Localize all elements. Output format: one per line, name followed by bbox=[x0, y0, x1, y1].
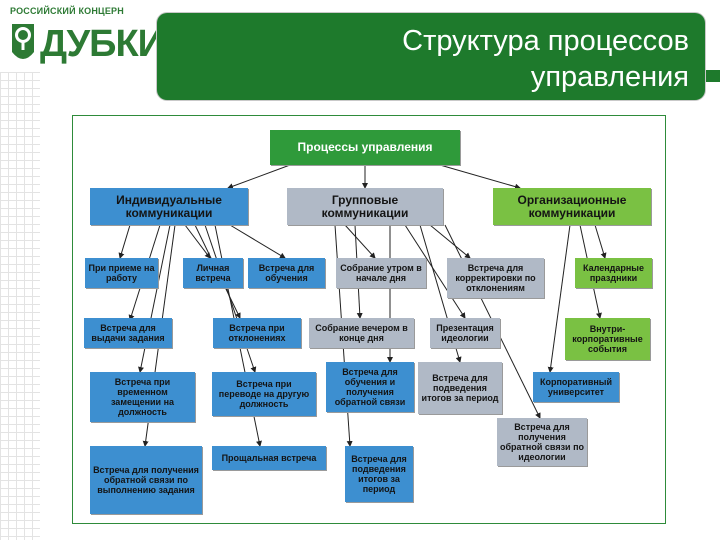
item-corporate-university: Корпоративный университет bbox=[533, 372, 619, 402]
logo-name: ДУБКИ bbox=[40, 23, 165, 65]
item-ideology-presentation: Презентация идеологии bbox=[430, 318, 500, 348]
item-period-results-2: Встреча для подведения итогов за период bbox=[345, 446, 413, 502]
item-period-results: Встреча для подведения итогов за период bbox=[418, 362, 502, 414]
slide-title: Структура процессов управления bbox=[402, 25, 689, 93]
oak-logo-icon bbox=[12, 24, 34, 59]
item-temporary-replacement: Встреча при временном замещении на должн… bbox=[90, 372, 195, 422]
title-banner: Структура процессов управления bbox=[157, 13, 705, 100]
item-corporate-events: Внутри-корпоративные события bbox=[565, 318, 650, 360]
item-ideology-feedback: Встреча для получения обратной связи по … bbox=[497, 418, 587, 466]
item-morning-meeting: Собрание утром в начале дня bbox=[336, 258, 426, 288]
group-individual-box: Индивидуальные коммуникации bbox=[90, 188, 248, 225]
item-correction: Встреча для корректировки по отклонениям bbox=[447, 258, 544, 298]
group-group-box: Групповые коммуникации bbox=[287, 188, 443, 225]
background-grid bbox=[0, 72, 40, 540]
item-transfer: Встреча при переводе на другую должность bbox=[212, 372, 316, 416]
title-accent bbox=[706, 70, 720, 82]
item-farewell: Прощальная встреча bbox=[212, 446, 326, 470]
item-holidays: Календарные праздники bbox=[575, 258, 652, 288]
item-hiring: При приеме на работу bbox=[85, 258, 158, 288]
item-training: Встреча для обучения bbox=[248, 258, 325, 288]
item-feedback-task: Встреча для получения обратной связи по … bbox=[90, 446, 202, 514]
item-task-assignment: Встреча для выдачи задания bbox=[84, 318, 172, 348]
group-org-box: Организационные коммуникации bbox=[493, 188, 651, 225]
root-process-box: Процессы управления bbox=[270, 130, 460, 165]
item-deviations: Встреча при отклонениях bbox=[213, 318, 301, 348]
logo-tagline: РОССИЙСКИЙ КОНЦЕРН bbox=[10, 6, 124, 16]
item-evening-meeting: Собрание вечером в конце дня bbox=[309, 318, 414, 348]
item-personal-meeting: Личная встреча bbox=[183, 258, 243, 288]
item-training-feedback: Встреча для обучения и получения обратно… bbox=[326, 362, 414, 412]
